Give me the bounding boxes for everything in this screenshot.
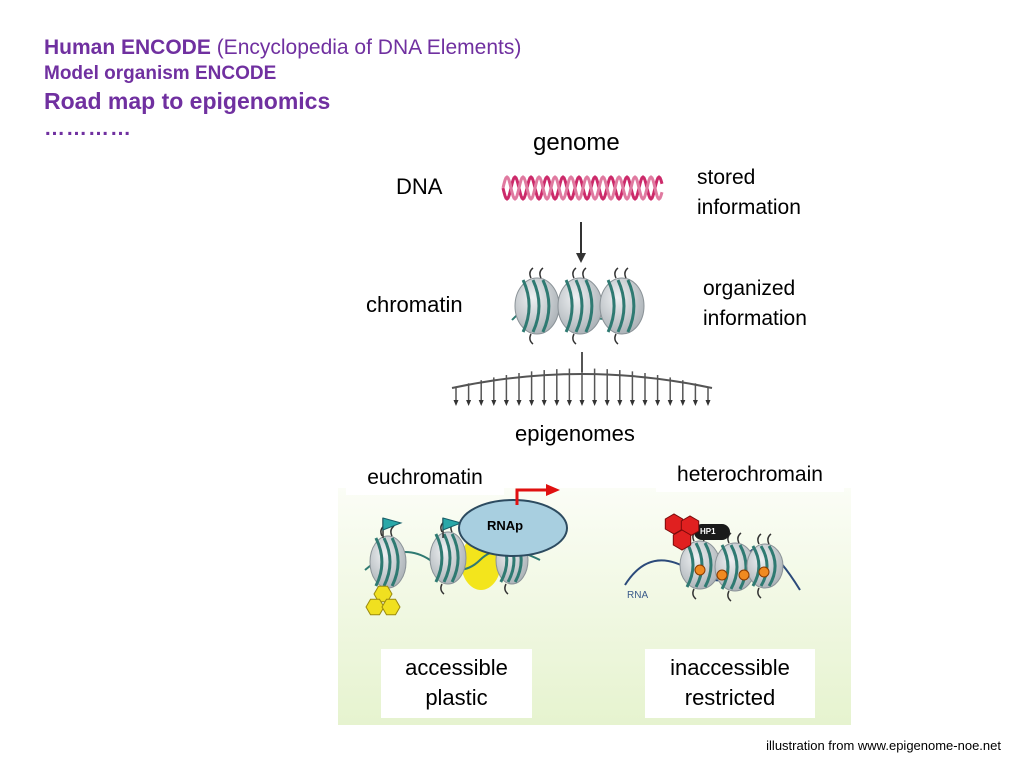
comb-arrowhead <box>579 400 585 406</box>
title-line-2: Model organism ENCODE <box>44 63 277 84</box>
inaccessible-restricted-box: inaccessible restricted <box>645 649 815 718</box>
nucleosome <box>369 525 407 599</box>
comb-arrowhead <box>604 400 610 406</box>
nucleosome <box>746 533 784 599</box>
hp1-protein-icon <box>694 524 730 540</box>
histone-mark-icon <box>738 569 750 581</box>
image-credit: illustration from www.epigenome-noe.net <box>766 738 1001 753</box>
euchromatin-illustration <box>364 517 541 616</box>
comb-arrowhead <box>566 400 572 406</box>
comb-arrowhead <box>503 400 509 406</box>
information-word-2: information <box>703 307 807 330</box>
comb-arrowhead <box>655 400 661 406</box>
title-encyclopedia: (Encyclopedia of DNA Elements) <box>210 36 522 59</box>
comb-arrowhead <box>554 400 560 406</box>
comb-arrowhead <box>478 400 484 406</box>
title-human-encode: Human ENCODE <box>44 36 211 59</box>
hp1-label: HP1 <box>700 527 716 536</box>
comb-arrowhead <box>541 400 547 406</box>
nucleosome <box>599 267 645 345</box>
acetyl-flag-icon <box>382 517 403 531</box>
transcription-arrow-icon <box>515 484 560 505</box>
accessible-word: accessible <box>405 655 508 680</box>
comb-arrowhead <box>642 400 648 406</box>
nucleosome <box>429 521 467 595</box>
methyl-mark-icon <box>365 598 385 616</box>
heterochromatin-label: heterochromain <box>656 460 844 492</box>
acetyl-flag-icon <box>442 517 463 531</box>
stored-word: stored <box>697 166 756 189</box>
comb-arrowhead <box>592 400 598 406</box>
down-arrow-icon <box>576 222 586 263</box>
methyl-mark-icon <box>664 513 684 535</box>
comb-arrowhead <box>667 400 673 406</box>
organized-word: organized <box>703 277 796 300</box>
comb-arrowhead <box>692 400 698 406</box>
plastic-word: plastic <box>425 685 488 710</box>
dna-helix-icon <box>501 175 664 201</box>
title-line-1: Human ENCODE (Encyclopedia of DNA Elemen… <box>44 34 521 61</box>
comb-arrowhead <box>680 400 686 406</box>
title-block: Human ENCODE (Encyclopedia of DNA Elemen… <box>44 34 521 141</box>
rnap-polymerase-icon <box>458 499 568 557</box>
comb-arrowhead <box>516 400 522 406</box>
inaccessible-word: inaccessible <box>670 655 790 680</box>
chromatin-label: chromatin <box>366 292 463 317</box>
accessible-plastic-box: accessible plastic <box>381 649 532 718</box>
heterochromatin-illustration <box>624 513 801 602</box>
methyl-mark-icon <box>672 529 692 551</box>
dna-label: DNA <box>396 174 443 199</box>
methyl-mark-icon <box>381 598 401 616</box>
comb-arrowhead <box>466 400 472 406</box>
comb-arrowhead <box>491 400 497 406</box>
restricted-word: restricted <box>684 685 776 710</box>
euchromatin-label: euchromatin <box>346 463 504 495</box>
comb-arrowhead <box>617 400 623 406</box>
genome-label: genome <box>533 129 620 156</box>
comb-arrowhead <box>529 400 535 406</box>
epigenomes-branch-icon <box>451 352 713 406</box>
dna-strand <box>501 175 664 201</box>
title-line-4: ………… <box>44 117 132 140</box>
histone-mark-icon <box>694 564 706 576</box>
comb-arrowhead <box>629 400 635 406</box>
rnap-label: RNAp <box>487 518 524 533</box>
information-word: information <box>697 196 801 219</box>
nucleosome <box>514 267 560 345</box>
title-line-3: Road map to epigenomics <box>44 88 331 114</box>
histone-mark-icon <box>758 566 770 578</box>
organized-information-label: organized information <box>703 274 807 334</box>
rna-label: RNA <box>627 590 649 601</box>
histone-mark-icon <box>716 569 728 581</box>
chromatin-fiber-icon <box>511 267 645 345</box>
stored-information-label: stored information <box>697 163 801 223</box>
nucleosome <box>557 267 603 345</box>
epigenomes-label: epigenomes <box>515 421 635 446</box>
comb-arrowhead <box>453 400 459 406</box>
comb-arrowhead <box>705 400 711 406</box>
